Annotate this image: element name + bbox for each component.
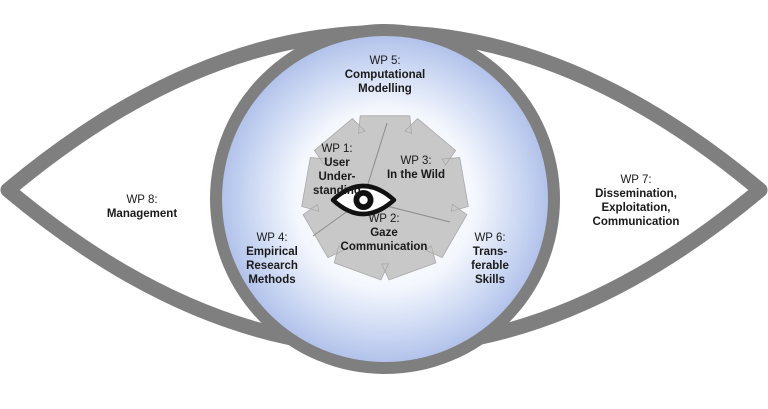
wp7-number: WP 7: — [620, 174, 652, 186]
wp6-name-line-3: Skills — [474, 274, 506, 286]
wp5-name-line-1: Computational — [344, 69, 426, 81]
wp7-label: WP 7: Dissemination, Exploitation, Commu… — [593, 173, 680, 229]
wp2-label: WP 2: Gaze Communication — [341, 212, 428, 254]
wp6-label: WP 6: Trans- ferable Skills — [471, 231, 509, 287]
wp4-name-line-2: Research — [246, 260, 298, 272]
wp2-name-line-2: Communication — [340, 241, 428, 253]
wp1-label: WP 1: User Under- standing — [313, 142, 361, 198]
wp8-number: WP 8: — [126, 194, 158, 206]
eye-icon — [330, 183, 397, 217]
wp6-name-line-2: ferable — [471, 260, 509, 272]
wp5-name-line-2: Modelling — [358, 83, 412, 95]
wp3-number: WP 3: — [400, 155, 432, 167]
wp1-name-line-3: standing — [313, 185, 361, 197]
wp2-name-line-1: Gaze — [370, 227, 398, 239]
wp4-label: WP 4: Empirical Research Methods — [246, 231, 298, 287]
wp4-name-line-1: Empirical — [246, 246, 298, 258]
wp8-label: WP 8: Management — [107, 193, 177, 221]
wp5-label: WP 5: Computational Modelling — [345, 54, 426, 96]
wp6-name-line-1: Trans- — [472, 246, 508, 258]
wp2-number: WP 2: — [368, 213, 400, 225]
wp8-name-line-1: Management — [106, 208, 178, 220]
wp1-number: WP 1: — [321, 143, 353, 155]
wp3-name-line-1: In the Wild — [386, 169, 446, 181]
wp1-name-line-2: Under- — [318, 171, 356, 183]
wp7-name-line-3: Communication — [592, 216, 680, 228]
wp4-number: WP 4: — [256, 232, 288, 244]
wp6-number: WP 6: — [474, 232, 506, 244]
wp7-name-line-1: Dissemination, — [595, 188, 677, 200]
wp4-name-line-3: Methods — [248, 274, 296, 286]
wp7-name-line-2: Exploitation, — [601, 202, 671, 214]
wp3-label: WP 3: In the Wild — [387, 154, 445, 182]
wp5-number: WP 5: — [369, 55, 401, 67]
wp1-name-line-1: User — [324, 157, 350, 169]
